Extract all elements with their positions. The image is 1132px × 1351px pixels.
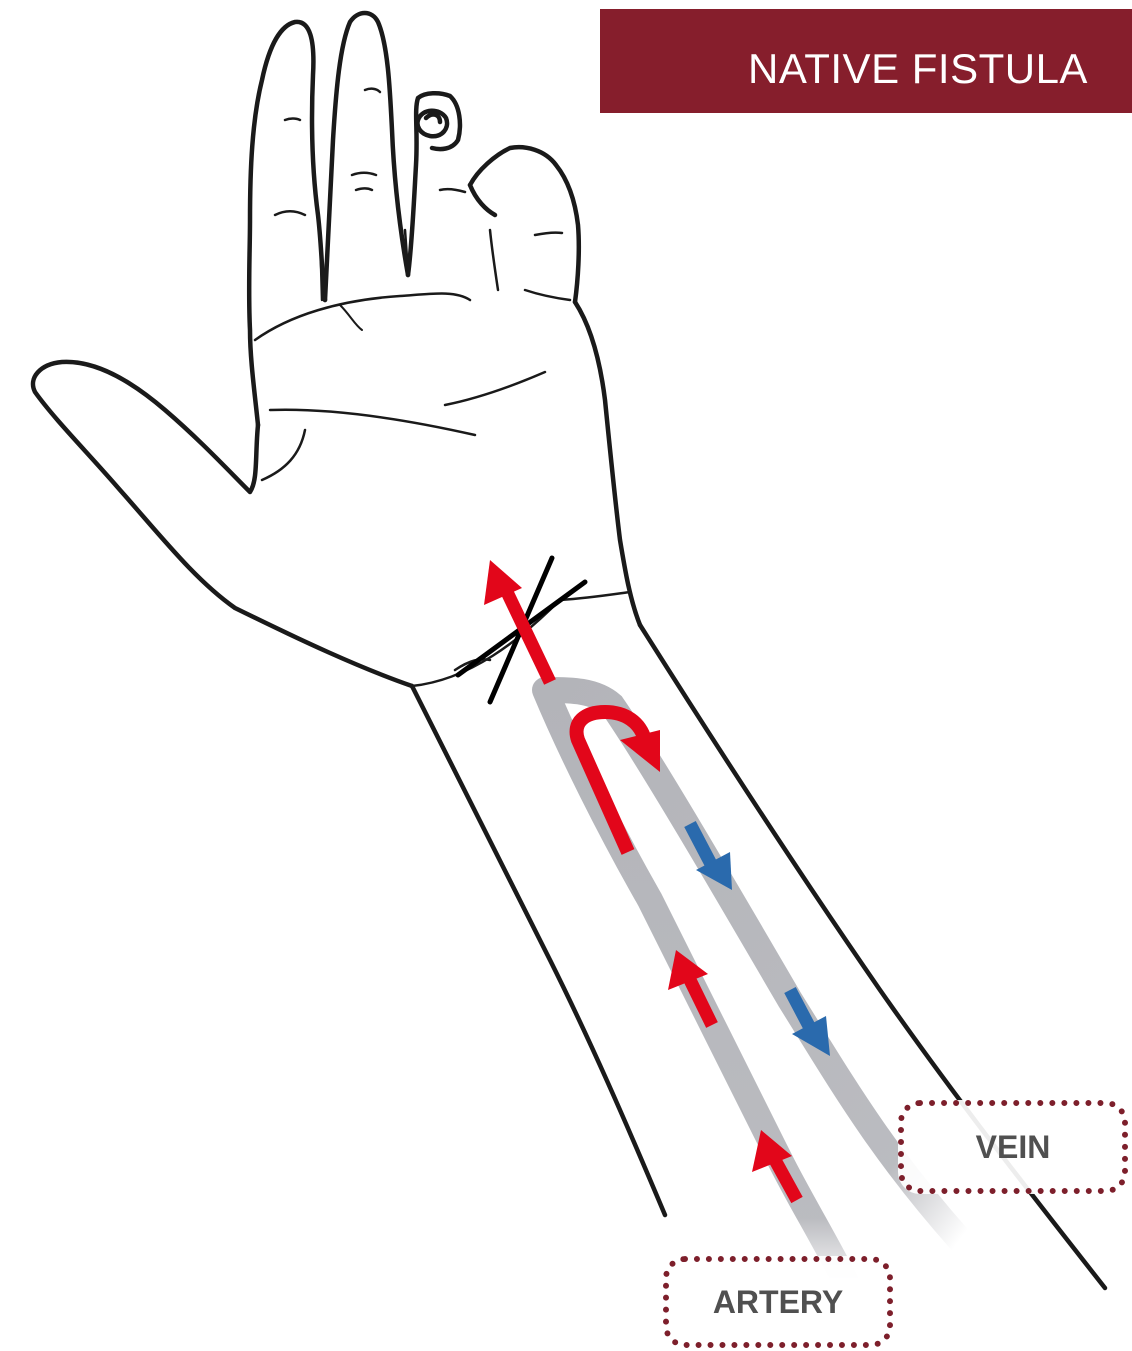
page-title: NATIVE FISTULA — [748, 45, 1088, 93]
vein-label: VEIN — [976, 1129, 1051, 1166]
artery-label: ARTERY — [713, 1284, 843, 1321]
hand-outline — [33, 13, 1105, 1288]
vein-label-box: VEIN — [898, 1100, 1128, 1194]
artery-label-box: ARTERY — [663, 1256, 893, 1348]
title-banner: NATIVE FISTULA — [600, 9, 1132, 113]
